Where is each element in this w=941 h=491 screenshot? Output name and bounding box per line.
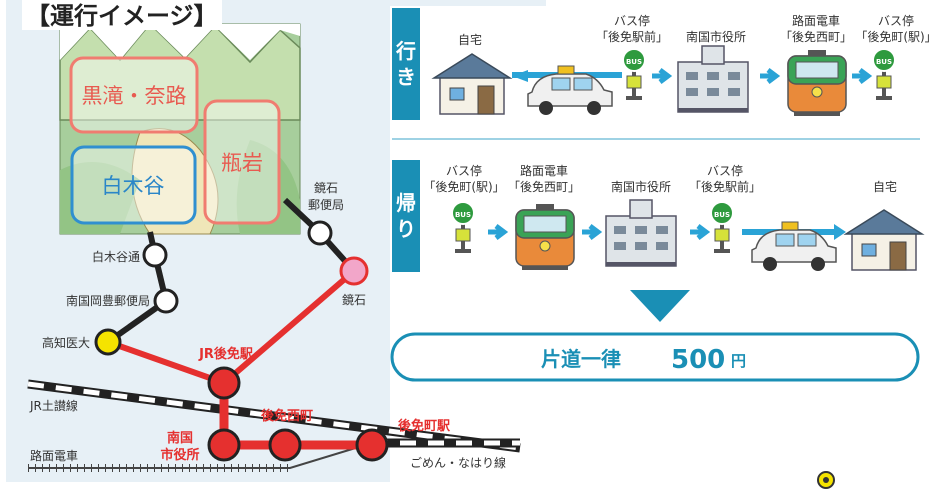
- bus-sign-text: BUS: [626, 58, 642, 66]
- inbound-badge-char-1: 帰: [396, 191, 416, 215]
- house-icon: [433, 53, 511, 115]
- arrow-right-icon: [652, 68, 673, 84]
- outbound-badge-char-2: き: [396, 65, 416, 89]
- inbound-step-3-line-1: 南国市役所: [611, 179, 671, 194]
- house-icon: [845, 209, 923, 271]
- inbound-step-2-line-2: 「後免西町」: [508, 179, 580, 194]
- stop-shirakidani-dori: [142, 242, 168, 268]
- inbound-step-1-line-1: バス停: [446, 163, 482, 178]
- stop-label-jr-gomen: JR後免駅: [198, 346, 254, 362]
- inbound-step-5-line-1: 自宅: [873, 179, 897, 194]
- bus-stop-icon: [622, 48, 646, 101]
- gomen-nahari-line-label: ごめん・なはり線: [410, 455, 506, 470]
- stop-nankoku-shiyakusho: [207, 428, 241, 462]
- stop-nankoku-okatoyo-po: [153, 288, 179, 314]
- bus-stop-icon: [451, 201, 475, 254]
- inbound-step-2-line-1: 路面電車: [520, 163, 568, 178]
- tram-icon: [787, 49, 847, 117]
- arrow-right-icon: [760, 68, 781, 84]
- stop-kochi-idai: [94, 328, 122, 356]
- fare-label: 片道一律: [541, 347, 621, 371]
- bus-sign-text: BUS: [714, 211, 730, 219]
- city-hall-icon: [605, 199, 677, 267]
- stop-kagamiishi: [339, 256, 369, 286]
- stop-jr-gomen: [207, 366, 241, 400]
- bus-stop-icon: [710, 201, 734, 254]
- tram-line: [28, 442, 373, 472]
- inbound-step-4-line-1: バス停: [707, 163, 743, 178]
- area-box-kurotaki-nara: [69, 56, 199, 134]
- fare-amount: 500: [671, 345, 725, 375]
- jr-line-label: JR土讃線: [29, 398, 78, 413]
- outbound-step-1-line-1: 自宅: [458, 32, 482, 47]
- stop-label-kagamiishi-po-2: 郵便局: [308, 198, 344, 212]
- outbound-step-3-line-1: 南国市役所: [686, 29, 746, 44]
- bus-stop-icon: [872, 48, 896, 101]
- area-label-kurotaki-nara: 黒滝・奈路: [82, 84, 187, 108]
- stop-label-kagamiishi: 鏡石: [342, 292, 366, 307]
- stop-label-gomen-nishimachi: 後免西町: [261, 408, 313, 424]
- outbound-step-2-line-2: 「後免駅前」: [596, 29, 668, 44]
- jr-line: [27, 379, 521, 453]
- stop-kagamiishi-po: [307, 220, 333, 246]
- stop-label-nankoku-okatoyo-po: 南国岡豊郵便局: [66, 293, 150, 308]
- down-arrow-icon: [630, 290, 690, 322]
- fare-pill: [390, 332, 920, 382]
- inbound-badge: [392, 160, 420, 272]
- stop-label-kochi-idai: 高知医大: [42, 335, 90, 350]
- arrow-right-icon: [690, 224, 711, 240]
- outbound-badge-char-1: 行: [395, 39, 416, 63]
- inbound-step-4-line-2: 「後免駅前」: [689, 179, 761, 194]
- mascot-icon: [817, 471, 835, 489]
- area-label-shirakidani: 白木谷: [102, 174, 165, 198]
- area-box-kameiwa: [203, 99, 281, 225]
- outbound-step-5-line-2: 「後免町(駅)」: [855, 29, 936, 44]
- outbound-step-5-line-1: バス停: [878, 13, 914, 28]
- stop-gomenmachi-eki: [355, 428, 389, 462]
- stop-label-gomenmachi-eki: 後免町駅: [398, 418, 451, 434]
- outbound-step-2-line-1: バス停: [614, 13, 650, 28]
- stop-label-nankoku-2: 市役所: [160, 447, 199, 463]
- stop-gomen-nishimachi: [268, 428, 302, 462]
- tram-icon: [515, 203, 575, 271]
- arrow-right-icon: [488, 224, 509, 240]
- outbound-step-4-line-1: 路面電車: [792, 13, 840, 28]
- fare-unit: 円: [731, 352, 746, 370]
- outbound-step-4-line-2: 「後免西町」: [780, 29, 852, 44]
- area-label-kameiwa: 瓶岩: [221, 151, 263, 175]
- tram-line-label: 路面電車: [30, 448, 78, 463]
- stop-label-nankoku-1: 南国: [167, 430, 193, 446]
- arrow-right-icon: [582, 224, 603, 240]
- stop-label-shirakidani-dori: 白木谷通: [92, 249, 140, 264]
- area-box-shirakidani: [70, 145, 197, 225]
- inbound-badge-char-2: り: [396, 217, 416, 241]
- page-title: 【運行イメージ】: [26, 2, 218, 30]
- arrow-right-icon: [852, 68, 873, 84]
- bus-sign-text: BUS: [455, 211, 471, 219]
- bus-sign-text: BUS: [876, 58, 892, 66]
- stop-label-kagamiishi-po-1: 鏡石: [314, 180, 338, 195]
- city-hall-icon: [677, 45, 749, 113]
- inbound-step-1-line-2: 「後免町(駅)」: [423, 179, 504, 194]
- outbound-badge: [392, 8, 420, 120]
